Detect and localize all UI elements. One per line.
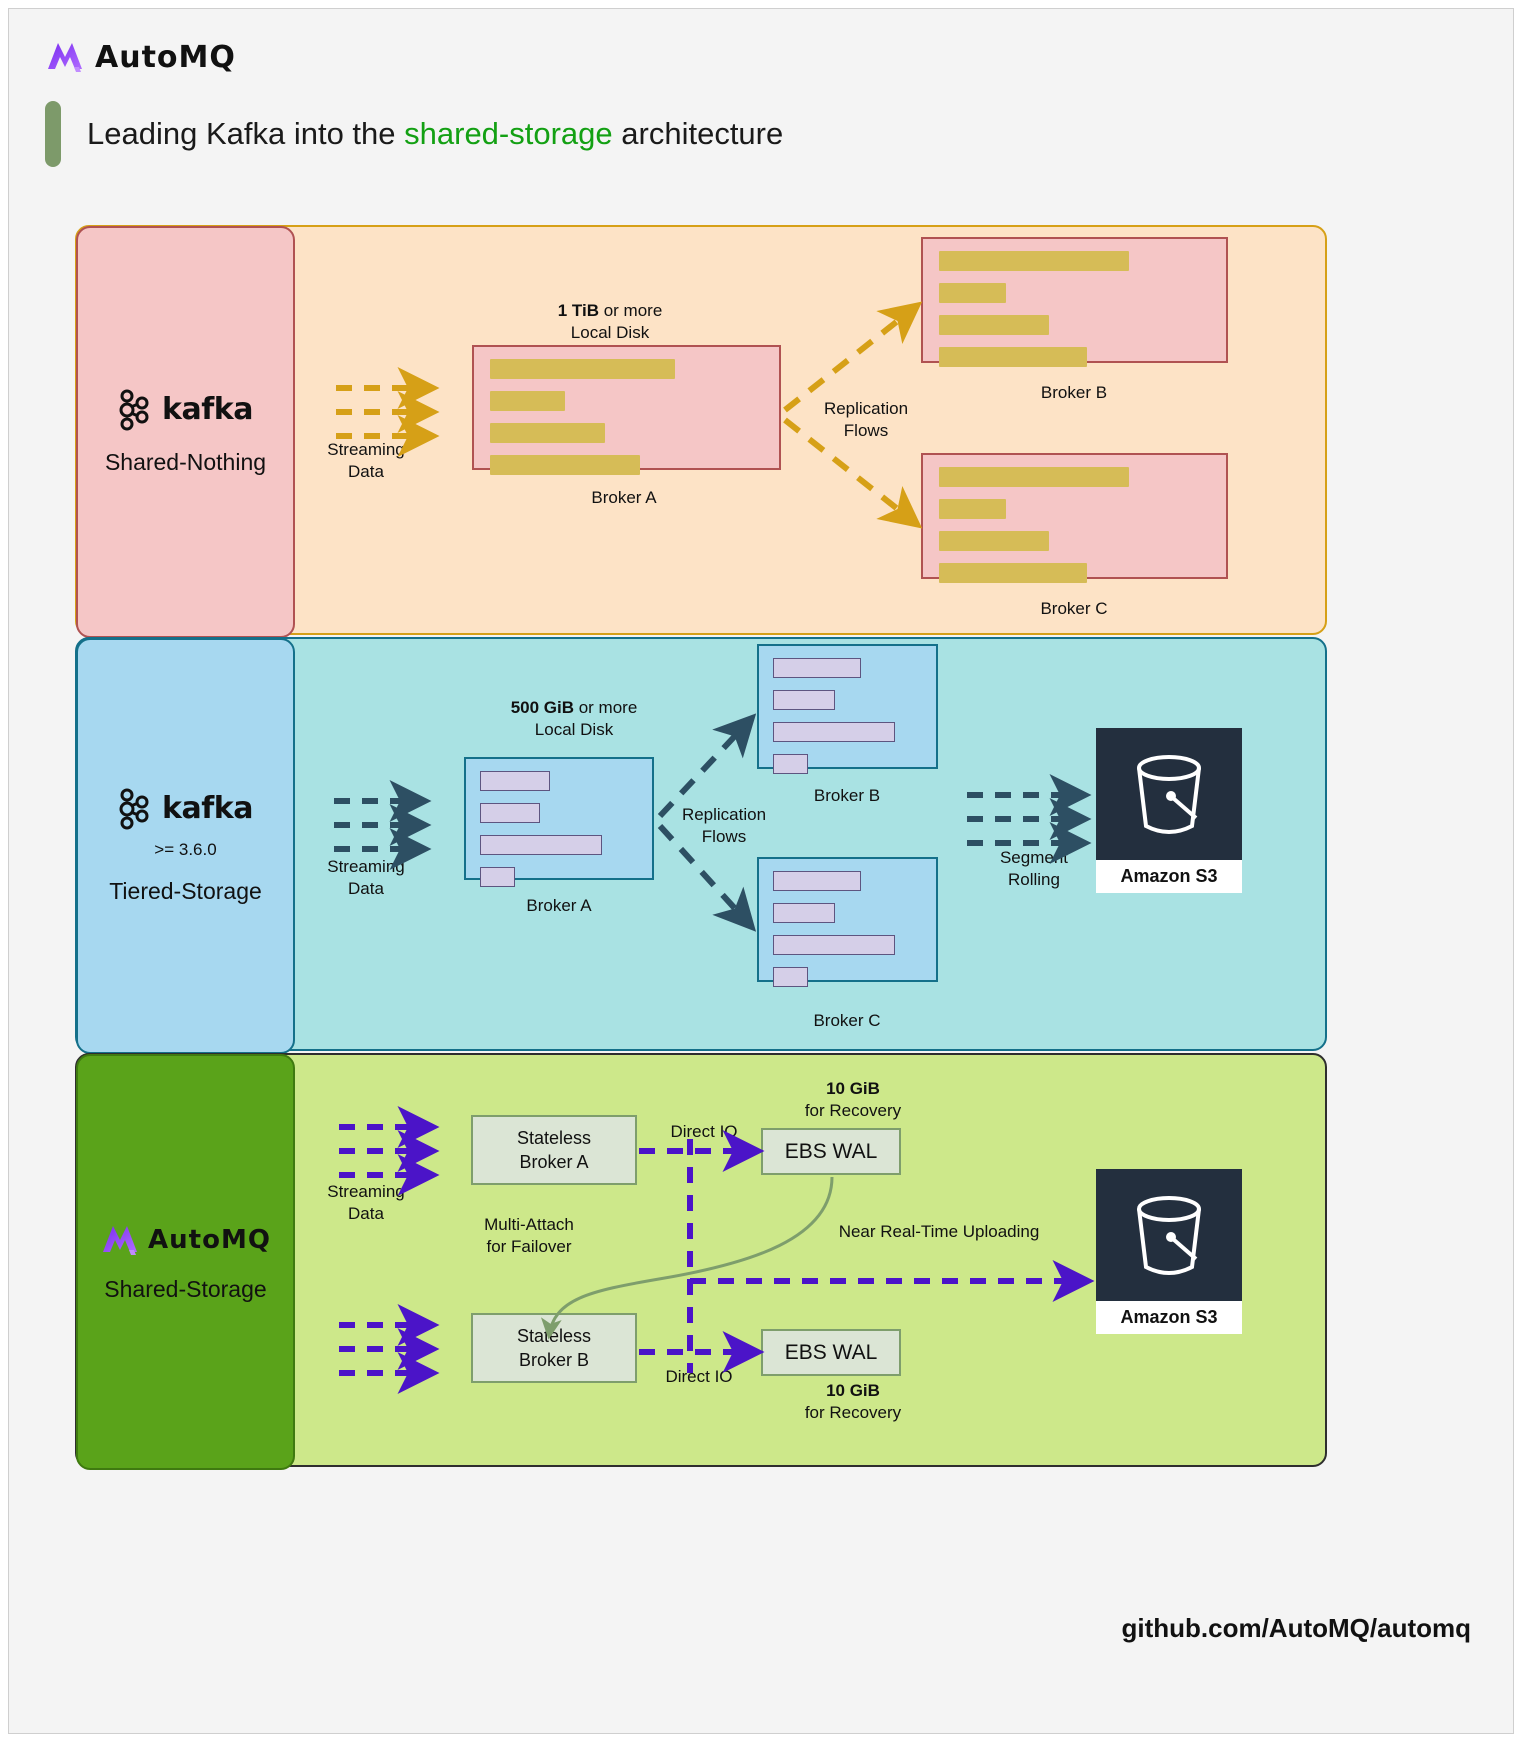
diagram-canvas: AutoMQ Leading Kafka into the shared-sto… [8,8,1514,1734]
local-disk-size-1: 1 TiB [557,301,599,320]
tiered-storage-title: Tiered-Storage [109,877,262,904]
local-disk-rest-2: or more [574,698,638,717]
wal-purpose-top: for Recovery [804,1101,902,1121]
shared-storage-label-card: AutoMQ Shared-Storage [76,1054,295,1470]
shared-nothing-label-card: kafka Shared-Nothing [76,226,295,638]
partition-bar [490,359,675,379]
partition-bar [939,283,1006,303]
amazon-s3-logo-2: Amazon S3 [1096,728,1242,893]
shared-storage-title: Shared-Storage [104,1275,267,1302]
broker-c-label-1: Broker C [1040,599,1108,618]
stateless-broker-b-box: Stateless Broker B [471,1313,637,1383]
partition-bar [480,835,602,855]
broker-c-box-1 [921,453,1228,583]
partition-bar [773,935,895,955]
partition-bar [773,658,861,678]
broker-c-box-2 [757,857,938,987]
amazon-s3-name-2: Amazon S3 [1096,860,1242,893]
partition-bar [773,903,835,923]
title-accent-bar [45,101,61,167]
direct-io-label-top: Direct IO [670,1122,738,1141]
partition-bar [773,871,861,891]
ebs-wal-box-top: EBS WAL [761,1128,901,1175]
partition-bar [939,251,1129,271]
partition-bar [773,690,835,710]
partition-bar [939,347,1087,367]
broker-a-box-2 [464,757,654,887]
tiered-storage-label-card: kafka >= 3.6.0 Tiered-Storage [76,638,295,1054]
s3-bucket-icon [1096,1169,1242,1301]
broker-a-box-1 [472,345,781,475]
partition-bar [773,967,808,987]
kafka-logo-row: kafka [118,389,253,431]
broker-c-label-2: Broker C [813,1011,881,1030]
broker-b-label-1: Broker B [1040,383,1108,402]
partition-bar [939,499,1006,519]
local-disk-rest-1: or more [598,301,663,320]
broker-a-label-1: Broker A [591,488,657,507]
partition-bar [480,771,550,791]
wal-note-bottom: 10 GiB for Recovery [753,1380,953,1425]
kafka-version-label: >= 3.6.0 [154,839,217,859]
replication-flows-label-2: Replication Flows [681,805,767,847]
streaming-data-label-1: Streaming Data [327,440,405,482]
near-realtime-uploading-label: Near Real-Time Uploading [838,1222,1040,1241]
direct-io-label-bottom: Direct IO [665,1367,733,1386]
automq-logo-row: AutoMQ [100,1222,271,1258]
broker-a-label-2: Broker A [526,896,592,915]
partition-bar [939,315,1049,335]
page-title: Leading Kafka into the shared-storage ar… [45,101,783,167]
kafka-logo-icon [118,389,154,431]
partition-bar [490,423,605,443]
partition-bar [480,803,540,823]
local-disk-line2-1: Local Disk [570,323,650,343]
title-highlight: shared-storage [404,116,613,151]
replication-flows-label-1: Replication Flows [823,399,909,441]
brand: AutoMQ [45,39,236,75]
automq-logo-icon [100,1222,140,1258]
automq-logo-text: AutoMQ [148,1224,271,1255]
broker-b-label-2: Broker B [813,786,881,805]
segment-rolling-label: Segment Rolling [999,848,1069,890]
wal-size-top: 10 GiB [826,1079,880,1098]
streaming-data-label-2: Streaming Data [327,857,405,899]
stateless-broker-a-box: Stateless Broker A [471,1115,637,1185]
kafka-logo-text: kafka [162,392,253,427]
multi-attach-label: Multi-Attach for Failover [484,1215,574,1257]
local-disk-line2-2: Local Disk [534,720,614,740]
partition-bar [939,531,1049,551]
partition-bar [939,563,1087,583]
amazon-s3-logo-3: Amazon S3 [1096,1169,1242,1334]
partition-bar [773,754,808,774]
partition-bar [490,391,565,411]
partition-bar [939,467,1129,487]
wal-purpose-bottom: for Recovery [804,1403,902,1423]
automq-logo-icon [45,39,85,75]
partition-bar [490,455,640,475]
footer-link[interactable]: github.com/AutoMQ/automq [1121,1613,1471,1643]
kafka-logo-text: kafka [162,791,253,826]
kafka-logo-row: kafka [118,788,253,830]
s3-bucket-icon [1096,728,1242,860]
amazon-s3-name-3: Amazon S3 [1096,1301,1242,1334]
partition-bar [480,867,515,887]
local-disk-size-2: 500 GiB [510,698,574,717]
broker-b-box-1 [921,237,1228,367]
broker-b-box-2 [757,644,938,774]
brand-name: AutoMQ [95,39,236,75]
title-text: Leading Kafka into the shared-storage ar… [87,116,783,152]
ebs-wal-box-bottom: EBS WAL [761,1329,901,1376]
kafka-logo-icon [118,788,154,830]
title-prefix: Leading Kafka into the [87,116,405,151]
streaming-data-label-3: Streaming Data [327,1182,405,1224]
title-suffix: architecture [612,116,784,151]
shared-nothing-title: Shared-Nothing [104,448,267,475]
wal-size-bottom: 10 GiB [826,1381,880,1400]
partition-bar [773,722,895,742]
wal-note-top: 10 GiB for Recovery [753,1078,953,1123]
